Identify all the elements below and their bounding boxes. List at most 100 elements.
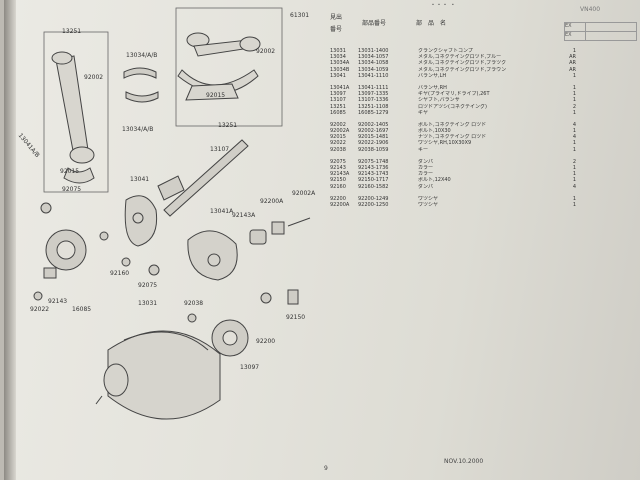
label-92075-b: 92075	[138, 282, 158, 289]
col-header-ref: 番号	[330, 26, 343, 33]
quantity: 4	[572, 121, 576, 128]
quantity: 4	[572, 183, 576, 190]
label-92075-a: 92075	[62, 186, 82, 193]
ref-number: 92200	[330, 195, 346, 202]
ref-number: 92143A	[330, 171, 350, 178]
ref-number: 92002A	[330, 128, 350, 135]
ref-number: 13251	[330, 103, 346, 110]
parts-catalog-page: 13251 92002 92015 13034/A/B 13034/A/B 92…	[4, 0, 640, 480]
quantity: 1	[572, 109, 576, 116]
label-13041A: 13041A	[210, 208, 234, 215]
ref-number: 92022	[330, 140, 346, 147]
label-92002-a: 92002	[84, 74, 104, 81]
part-name: ワツシヤ	[418, 201, 439, 208]
part-number: 92150-1717	[358, 177, 389, 184]
grid-cell-4	[585, 31, 637, 41]
quantity: 1	[572, 165, 576, 171]
applicability-grid: EX EX	[564, 22, 640, 48]
ref-number: 92150	[330, 177, 346, 184]
label-92143A: 92143A	[232, 212, 256, 219]
quantity: AR	[569, 66, 576, 73]
part-number: 92038-1059	[358, 146, 389, 153]
label-92143: 92143	[48, 298, 68, 305]
quantity: 1	[572, 84, 576, 91]
ref-number: 13031	[330, 48, 346, 54]
part-name: ダンパ	[418, 183, 434, 190]
label-92038: 92038	[184, 300, 204, 307]
ref-number: 13041A	[330, 84, 350, 91]
label-92015-b: 92015	[206, 92, 226, 99]
part-number: 92075-1748	[358, 158, 389, 165]
ref-number: 13034	[330, 54, 346, 61]
quantity: 1	[572, 97, 576, 104]
quantity: 4	[572, 134, 576, 141]
label-92015-a: 92015	[60, 168, 80, 175]
part-number: 13034-1059	[358, 66, 389, 73]
part-name: バランサ,RH	[418, 84, 447, 91]
label-16085: 16085	[72, 306, 92, 313]
part-name: ロツドアツシ(コネクテイング)	[418, 103, 487, 110]
label-13251-b: 13251	[218, 122, 238, 129]
part-number: 92015-1481	[358, 134, 389, 141]
part-number: 92002-1405	[358, 121, 389, 128]
ref-number: 13034A	[330, 60, 350, 67]
quantity: 2	[572, 103, 576, 110]
part-number: 92022-1906	[358, 140, 389, 147]
page-number: 9	[324, 465, 328, 472]
part-number: 92200-1250	[358, 201, 389, 208]
part-name: ダンパ	[418, 158, 434, 165]
footer-date: NOV.10.2000	[444, 458, 484, 465]
part-number: 13097-1335	[358, 91, 389, 98]
part-name: シヤフト,バランサ	[418, 97, 460, 104]
part-name: メタル,コネクテイングロツド,ブルー	[418, 54, 502, 61]
quantity: 1	[572, 171, 576, 178]
part-number: 92143-1736	[358, 165, 389, 171]
ref-number: 92143	[330, 165, 346, 171]
label-92160: 92160	[110, 270, 130, 277]
table-row: 92160 92160-1582 ダンパ 4	[330, 184, 580, 190]
quantity: 1	[572, 201, 576, 208]
ref-number: 92160	[330, 183, 346, 190]
label-61301: 61301	[290, 12, 310, 19]
part-number: 92160-1582	[358, 183, 389, 190]
top-mark: ・・・ ・	[430, 2, 456, 9]
ref-number: 92075	[330, 158, 346, 165]
col-header-name: 部 品 名	[416, 20, 447, 27]
label-92200: 92200	[256, 338, 276, 345]
part-name: メタル,コネクテイングロツド,ブラツク	[418, 60, 507, 67]
part-number: 92143-1743	[358, 171, 389, 178]
label-13034-a: 13034/A/B	[126, 52, 158, 59]
quantity: 1	[572, 72, 576, 79]
label-92002A: 92002A	[292, 190, 316, 197]
binding-shadow	[4, 0, 16, 480]
part-name: ワツシヤ	[418, 195, 439, 202]
quantity: AR	[569, 54, 576, 61]
label-92022: 92022	[30, 306, 50, 313]
label-92150: 92150	[286, 314, 306, 321]
part-name: ギヤ	[418, 109, 429, 116]
part-name: ボルト,コネクテイング ロツド	[418, 121, 487, 128]
table-row: 13107 13107-1336 シヤフト,バランサ 1	[330, 97, 580, 103]
part-name: クランクシャフトコンプ	[418, 48, 473, 54]
quantity: 1	[572, 195, 576, 202]
col-header-partno: 部品番号	[362, 20, 387, 27]
quantity: 1	[572, 177, 576, 184]
ref-number: 13034B	[330, 66, 350, 73]
part-name: キー	[418, 146, 429, 153]
part-number: 13041-1110	[358, 72, 389, 79]
part-number: 13107-1336	[358, 97, 389, 104]
ref-number: 92015	[330, 134, 346, 141]
part-number: 13031-1400	[358, 48, 389, 54]
label-13107: 13107	[210, 146, 230, 153]
ref-number: 13107	[330, 97, 346, 104]
part-name: ボルト,12X40	[418, 177, 451, 184]
